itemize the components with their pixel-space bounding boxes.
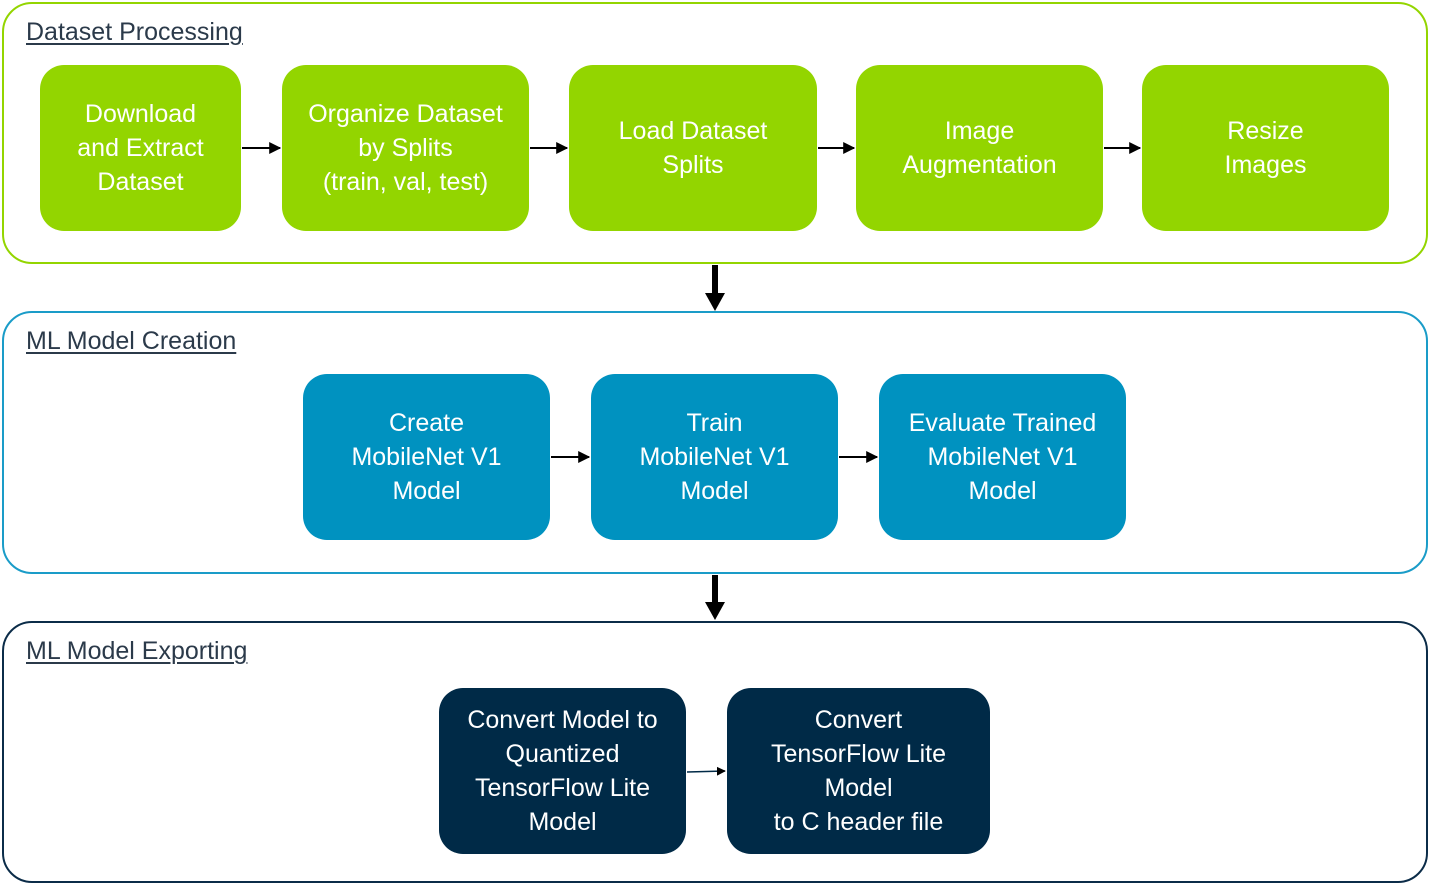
step-organize-dataset: Organize Dataset by Splits (train, val, … (282, 65, 529, 231)
step-label: Create MobileNet V1 Model (351, 409, 502, 505)
step-label: Image Augmentation (902, 117, 1057, 179)
step-label: Resize Images (1224, 117, 1307, 179)
step-label: Train MobileNet V1 Model (639, 409, 790, 505)
step-label: Load Dataset Splits (618, 117, 768, 179)
step-label: Download and Extract Dataset (77, 100, 204, 196)
step-resize-images: Resize Images (1142, 65, 1389, 231)
stage-panel-ml-model-exporting: ML Model Exporting (2, 621, 1428, 883)
arrow-down-head (705, 293, 725, 311)
step-load-dataset-splits: Load Dataset Splits (569, 65, 817, 231)
stage-title: ML Model Creation (26, 327, 237, 355)
step-label: Evaluate Trained MobileNet V1 Model (908, 409, 1097, 505)
arrow-down-head (705, 602, 725, 620)
step-label: Convert Model to Quantized TensorFlow Li… (467, 706, 658, 836)
step-train-mobilenet: Train MobileNet V1 Model (591, 374, 838, 540)
step-image-augmentation: Image Augmentation (856, 65, 1103, 231)
step-label: Organize Dataset by Splits (train, val, … (308, 100, 503, 196)
step-evaluate-mobilenet: Evaluate Trained MobileNet V1 Model (879, 374, 1126, 540)
step-download-extract-dataset: Download and Extract Dataset (40, 65, 241, 231)
stage-title: ML Model Exporting (26, 637, 248, 665)
step-create-mobilenet: Create MobileNet V1 Model (303, 374, 550, 540)
step-label: Convert TensorFlow Lite Model to C heade… (770, 706, 947, 836)
stage-title: Dataset Processing (26, 18, 243, 46)
step-convert-to-tflite: Convert Model to Quantized TensorFlow Li… (439, 688, 686, 854)
step-convert-to-c-header: Convert TensorFlow Lite Model to C heade… (727, 688, 990, 854)
